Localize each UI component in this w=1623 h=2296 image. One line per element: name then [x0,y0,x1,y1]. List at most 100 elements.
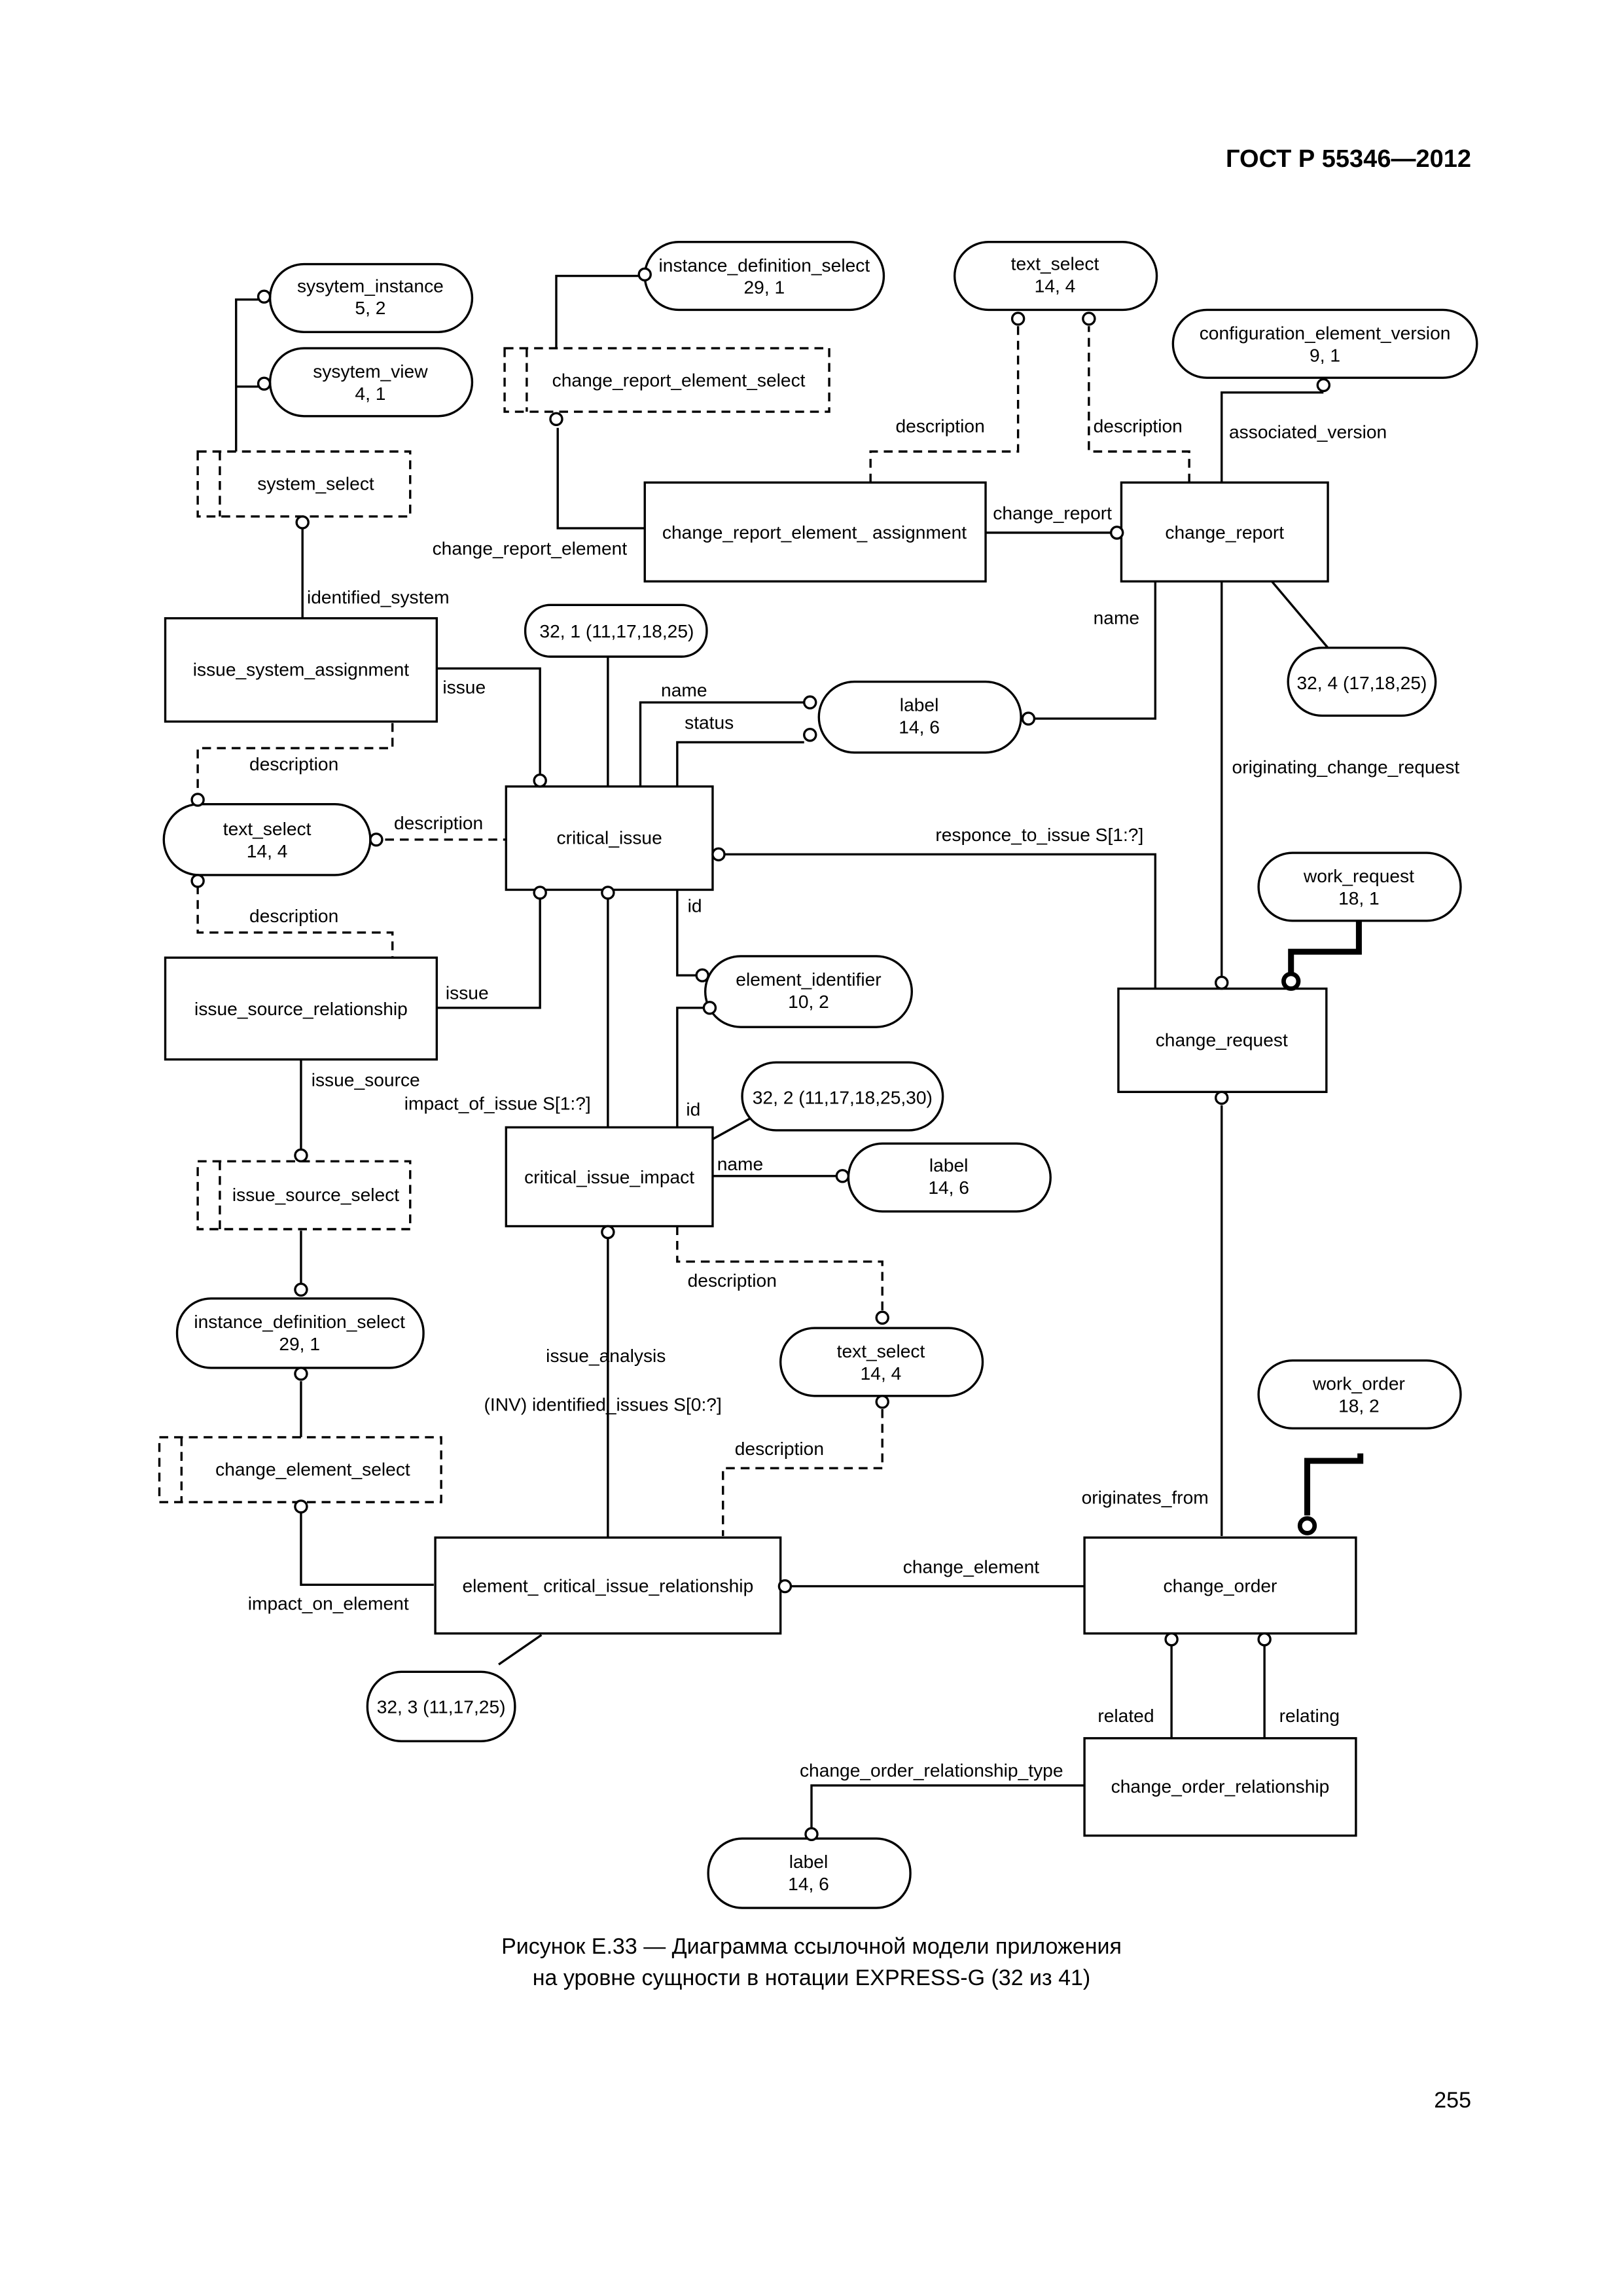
relation-label: originating_change_request [1232,756,1460,777]
select-label: issue_source_select [232,1184,399,1205]
entity-label: critical_issue_impact [524,1166,694,1187]
entity-change-order-relationship [1083,1737,1357,1837]
ref-number: 18, 2 [1338,1395,1380,1416]
relation-label: name [1094,607,1139,628]
relation-label: issue [446,982,489,1003]
relation-label: impact_of_issue S[1:?] [404,1092,591,1113]
select-label: change_element_select [215,1458,410,1479]
ref-element-identifier [704,955,913,1028]
relation-label: impact_on_element [248,1593,409,1614]
ref-work-request [1257,852,1462,922]
ref-name: sysytem_instance [297,275,444,296]
ref-name: text_select [1011,253,1099,274]
ref-name: instance_definition_select [194,1311,405,1332]
ref-instance-definition-select-top [643,241,885,312]
select-change-report-element-select [503,347,830,413]
relation-label: id [686,1098,700,1119]
figure-caption-line-1: Рисунок E.33 — Диаграмма ссылочной модел… [501,1934,1122,1959]
relation-label: change_report_element [433,538,628,559]
inter-page-ref: 32, 2 (11,17,18,25,30) [753,1086,933,1107]
select-system-select [196,450,412,518]
entity-label: change_order [1164,1575,1277,1596]
select-issue-source-select [196,1160,412,1230]
ref-name: text_select [837,1340,925,1361]
ref-32-1 [524,603,708,658]
relation-label: related [1097,1705,1154,1726]
entity-critical-issue [505,785,714,891]
relation-label: description [735,1438,824,1459]
ref-number: 14, 4 [861,1363,902,1384]
entity-change-report [1120,481,1329,583]
inter-page-ref: 32, 4 (17,18,25) [1296,672,1427,693]
entity-label: critical_issue [557,827,662,848]
select-label: system_select [257,473,374,493]
ref-32-2 [741,1061,944,1132]
ref-label-mid [817,680,1022,754]
relation-label: description [249,905,338,926]
ref-name: work_request [1303,865,1414,886]
entity-label: issue_source_relationship [194,998,408,1019]
figure-caption-line-2: на уровне сущности в нотации EXPRESS-G (… [532,1965,1091,1990]
ref-name: configuration_element_version [1200,323,1451,344]
select-label: change_report_element_select [552,370,806,391]
inter-page-ref: 32, 1 (11,17,18,25) [539,620,694,641]
ref-name: sysytem_view [313,361,428,382]
ref-text-select-bottom [779,1327,984,1397]
ref-number: 18, 1 [1338,888,1380,908]
ref-name: instance_definition_select [659,255,870,276]
ref-sysytem-view [268,347,474,418]
ref-name: element_identifier [736,969,881,990]
page-number: 255 [1434,2088,1471,2113]
relation-label: change_report [993,503,1112,524]
relation-label: issue_source [312,1069,420,1090]
ref-number: 9, 1 [1310,344,1340,365]
standard-header: ГОСТ Р 55346—2012 [1226,145,1471,173]
entity-label: change_request [1156,1029,1288,1050]
ref-32-3 [366,1670,516,1742]
entity-change-order [1083,1536,1357,1635]
ref-number: 14, 6 [899,716,940,737]
entity-change-report-element-assignment [643,481,987,583]
relation-label: description [896,416,985,437]
relation-label: description [394,812,483,833]
ref-name: label [900,694,939,715]
ref-32-4 [1287,647,1437,717]
ref-text-select-left [162,803,372,876]
entity-label: element_ critical_issue_relationship [463,1575,754,1596]
ref-number: 10, 2 [788,991,829,1012]
entity-label: issue_system_assignment [193,659,410,680]
ref-text-select-top [953,241,1158,312]
ref-number: 29, 1 [279,1333,320,1354]
ref-number: 14, 6 [788,1873,829,1894]
relation-label: id [688,895,702,916]
relation-label: change_order_relationship_type [800,1759,1063,1780]
relation-label: name [717,1153,763,1174]
ref-name: label [789,1851,829,1872]
relation-label: (INV) identified_issues S[0:?] [484,1393,722,1414]
relation-label: issue_analysis [546,1345,666,1366]
ref-name: label [929,1155,969,1175]
ref-number: 14, 4 [1035,275,1076,296]
entity-issue-source-relationship [164,956,438,1061]
relation-label: change_element [903,1556,1039,1577]
ref-work-order [1257,1359,1462,1430]
relation-label: description [1094,416,1183,437]
entity-label: change_report_element_ assignment [662,522,967,543]
relation-label: issue [442,677,486,698]
relation-label: responce_to_issue S[1:?] [935,824,1143,845]
ref-name: work_order [1312,1373,1405,1394]
entity-label: change_report [1165,522,1284,543]
ref-number: 14, 6 [928,1177,969,1198]
ref-configuration-element-version [1171,308,1478,379]
entity-label: change_order_relationship [1111,1776,1330,1797]
ref-number: 5, 2 [355,297,385,318]
entity-critical-issue-impact [505,1126,714,1228]
relation-label: name [661,679,707,700]
relation-label: identified_system [307,586,450,607]
inter-page-ref: 32, 3 (11,17,25) [377,1696,506,1717]
ref-number: 4, 1 [355,383,385,404]
relation-label: status [685,712,734,733]
relation-label: description [688,1270,777,1291]
relation-label: relating [1279,1705,1340,1726]
